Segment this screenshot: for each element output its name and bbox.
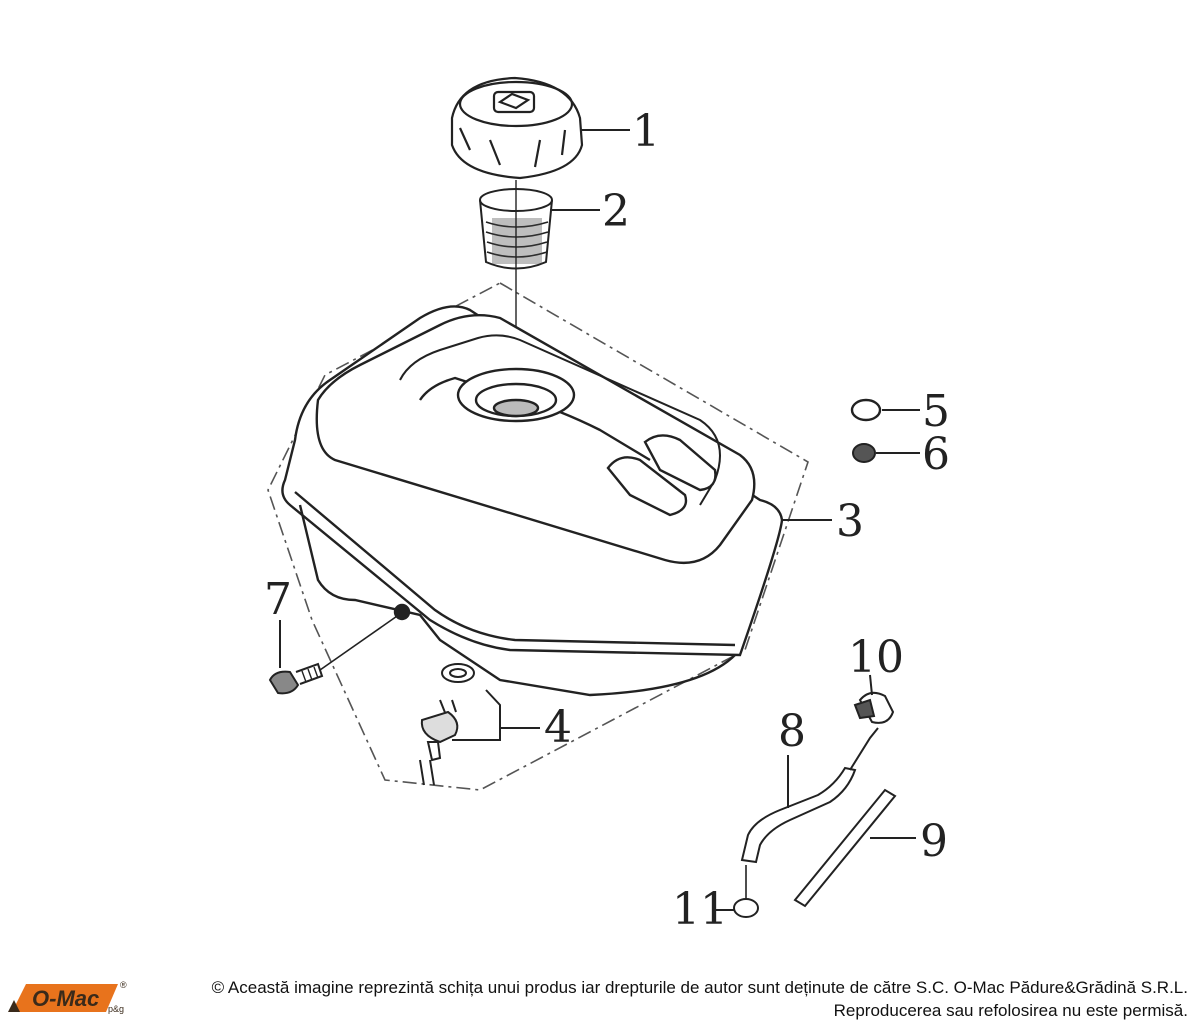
copyright-notice: © Această imagine reprezintă schița unui… bbox=[212, 976, 1188, 1022]
copyright-line-1: © Această imagine reprezintă schița unui… bbox=[211, 978, 1188, 997]
callout-10: 10 bbox=[848, 632, 904, 683]
washer bbox=[850, 398, 882, 422]
drain-valve bbox=[419, 663, 475, 786]
logo-text: O-Mac bbox=[32, 986, 99, 1011]
bolt bbox=[268, 613, 401, 695]
copyright-line-2: Reproducerea sau refolosirea nu este per… bbox=[833, 1001, 1188, 1020]
callout-7: 7 bbox=[264, 574, 292, 625]
hose-clip bbox=[733, 865, 759, 918]
callout-9: 9 bbox=[920, 816, 948, 867]
exploded-parts-diagram: 1 2 3 4 5 6 7 8 9 10 11 bbox=[264, 76, 950, 935]
logo-reg: ® bbox=[120, 980, 127, 990]
fuel-hose bbox=[740, 727, 879, 864]
hose-connector bbox=[853, 691, 895, 724]
callout-1: 1 bbox=[632, 106, 660, 157]
hose-strip bbox=[793, 788, 897, 908]
logo-sub: p&g bbox=[108, 1004, 124, 1014]
leader-lines bbox=[279, 129, 920, 911]
callout-11: 11 bbox=[672, 884, 728, 935]
nut bbox=[852, 443, 876, 463]
footer: O-Mac p&g ® © Această imagine reprezintă… bbox=[0, 962, 1200, 1030]
omac-logo: O-Mac p&g ® bbox=[8, 980, 127, 1014]
callout-8: 8 bbox=[778, 706, 806, 757]
callout-6: 6 bbox=[922, 429, 950, 480]
fuel-cap bbox=[450, 76, 584, 180]
callout-4: 4 bbox=[544, 702, 572, 753]
callout-2: 2 bbox=[602, 186, 630, 237]
fuel-tank bbox=[281, 305, 784, 697]
callout-3: 3 bbox=[836, 496, 864, 547]
tank-assembly-boundary bbox=[267, 282, 809, 791]
callout-5: 5 bbox=[922, 386, 950, 437]
